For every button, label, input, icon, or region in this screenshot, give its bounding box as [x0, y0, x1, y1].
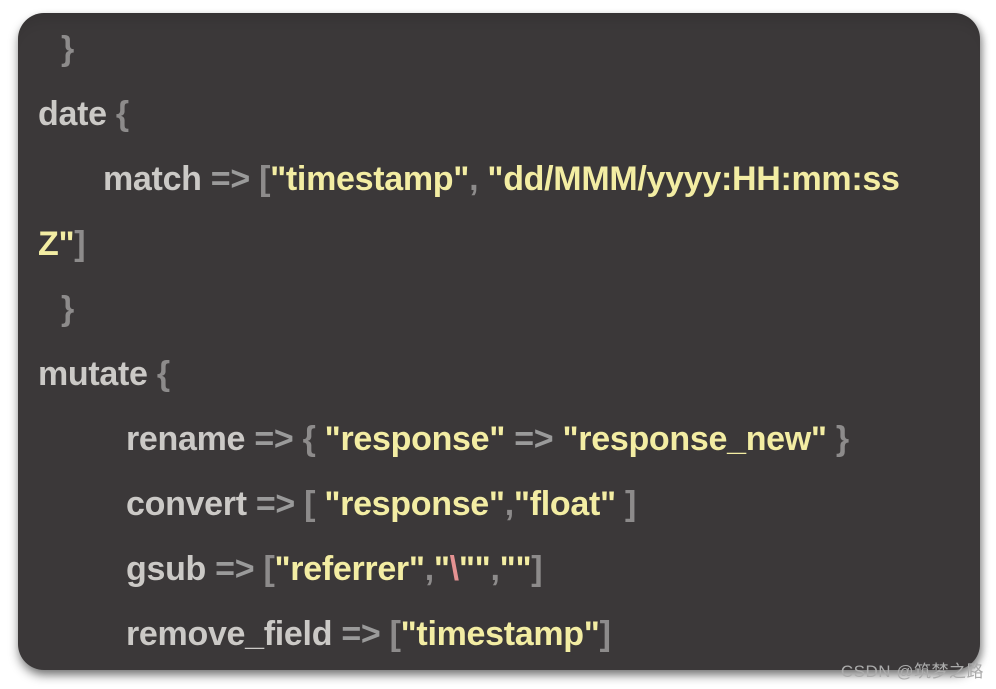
- code-token: date: [38, 95, 116, 133]
- code-token: =>: [210, 160, 260, 198]
- code-token: =>: [255, 485, 305, 523]
- code-token: ,: [490, 550, 500, 588]
- code-token: {: [302, 420, 325, 458]
- code-token: ]: [615, 485, 636, 523]
- code-card: }date {match => ["timestamp", "dd/MMM/yy…: [18, 13, 980, 670]
- code-line: remove_field => ["timestamp"]: [38, 602, 960, 667]
- code-token: "response": [324, 420, 506, 458]
- code-token: }: [61, 30, 74, 68]
- code-block: }date {match => ["timestamp", "dd/MMM/yy…: [38, 17, 960, 667]
- watermark: CSDN @筑梦之路: [840, 662, 984, 681]
- code-token: mutate: [38, 355, 157, 393]
- code-token: ]: [531, 550, 543, 588]
- code-token: =>: [215, 550, 264, 588]
- code-token: "referrer": [274, 550, 425, 588]
- code-token: ]: [74, 225, 86, 263]
- code-token: ,: [504, 485, 514, 523]
- code-token: [: [389, 615, 401, 653]
- code-token: \: [449, 550, 459, 588]
- code-token: "timestamp": [270, 160, 470, 198]
- code-line: }: [38, 17, 960, 82]
- code-token: "": [458, 550, 491, 588]
- code-token: "dd/MMM/yyyy:HH:mm:ss: [487, 160, 900, 198]
- code-line: convert => [ "response","float" ]: [38, 472, 960, 537]
- code-line: rename => { "response" => "response_new"…: [38, 407, 960, 472]
- code-line: }: [38, 277, 960, 342]
- code-token: ": [433, 550, 450, 588]
- code-token: ,: [469, 160, 488, 198]
- code-token: "timestamp": [400, 615, 600, 653]
- code-token: [: [259, 160, 271, 198]
- code-line: gsub => ["referrer","\"",""]: [38, 537, 960, 602]
- code-line: mutate {: [38, 342, 960, 407]
- code-token: gsub: [126, 550, 216, 588]
- code-token: =>: [254, 420, 303, 458]
- code-token: "float": [513, 485, 616, 523]
- code-token: remove_field: [126, 615, 342, 653]
- code-token: {: [156, 355, 170, 393]
- code-token: [: [304, 485, 325, 523]
- code-line: date {: [38, 82, 960, 147]
- code-token: [: [263, 550, 275, 588]
- code-line: Z"]: [38, 212, 960, 277]
- code-token: =>: [505, 420, 563, 458]
- code-line: match => ["timestamp", "dd/MMM/yyyy:HH:m…: [38, 147, 960, 212]
- code-token: }: [61, 290, 74, 328]
- code-token: {: [115, 95, 129, 133]
- code-token: "": [499, 550, 532, 588]
- code-token: convert: [126, 485, 256, 523]
- code-token: ,: [424, 550, 434, 588]
- code-token: "response_new": [562, 420, 827, 458]
- code-token: match: [103, 160, 211, 198]
- code-token: =>: [341, 615, 390, 653]
- code-token: Z": [38, 225, 75, 263]
- code-token: ]: [599, 615, 611, 653]
- code-token: }: [826, 420, 849, 458]
- code-token: "response": [324, 485, 505, 523]
- code-token: rename: [126, 420, 255, 458]
